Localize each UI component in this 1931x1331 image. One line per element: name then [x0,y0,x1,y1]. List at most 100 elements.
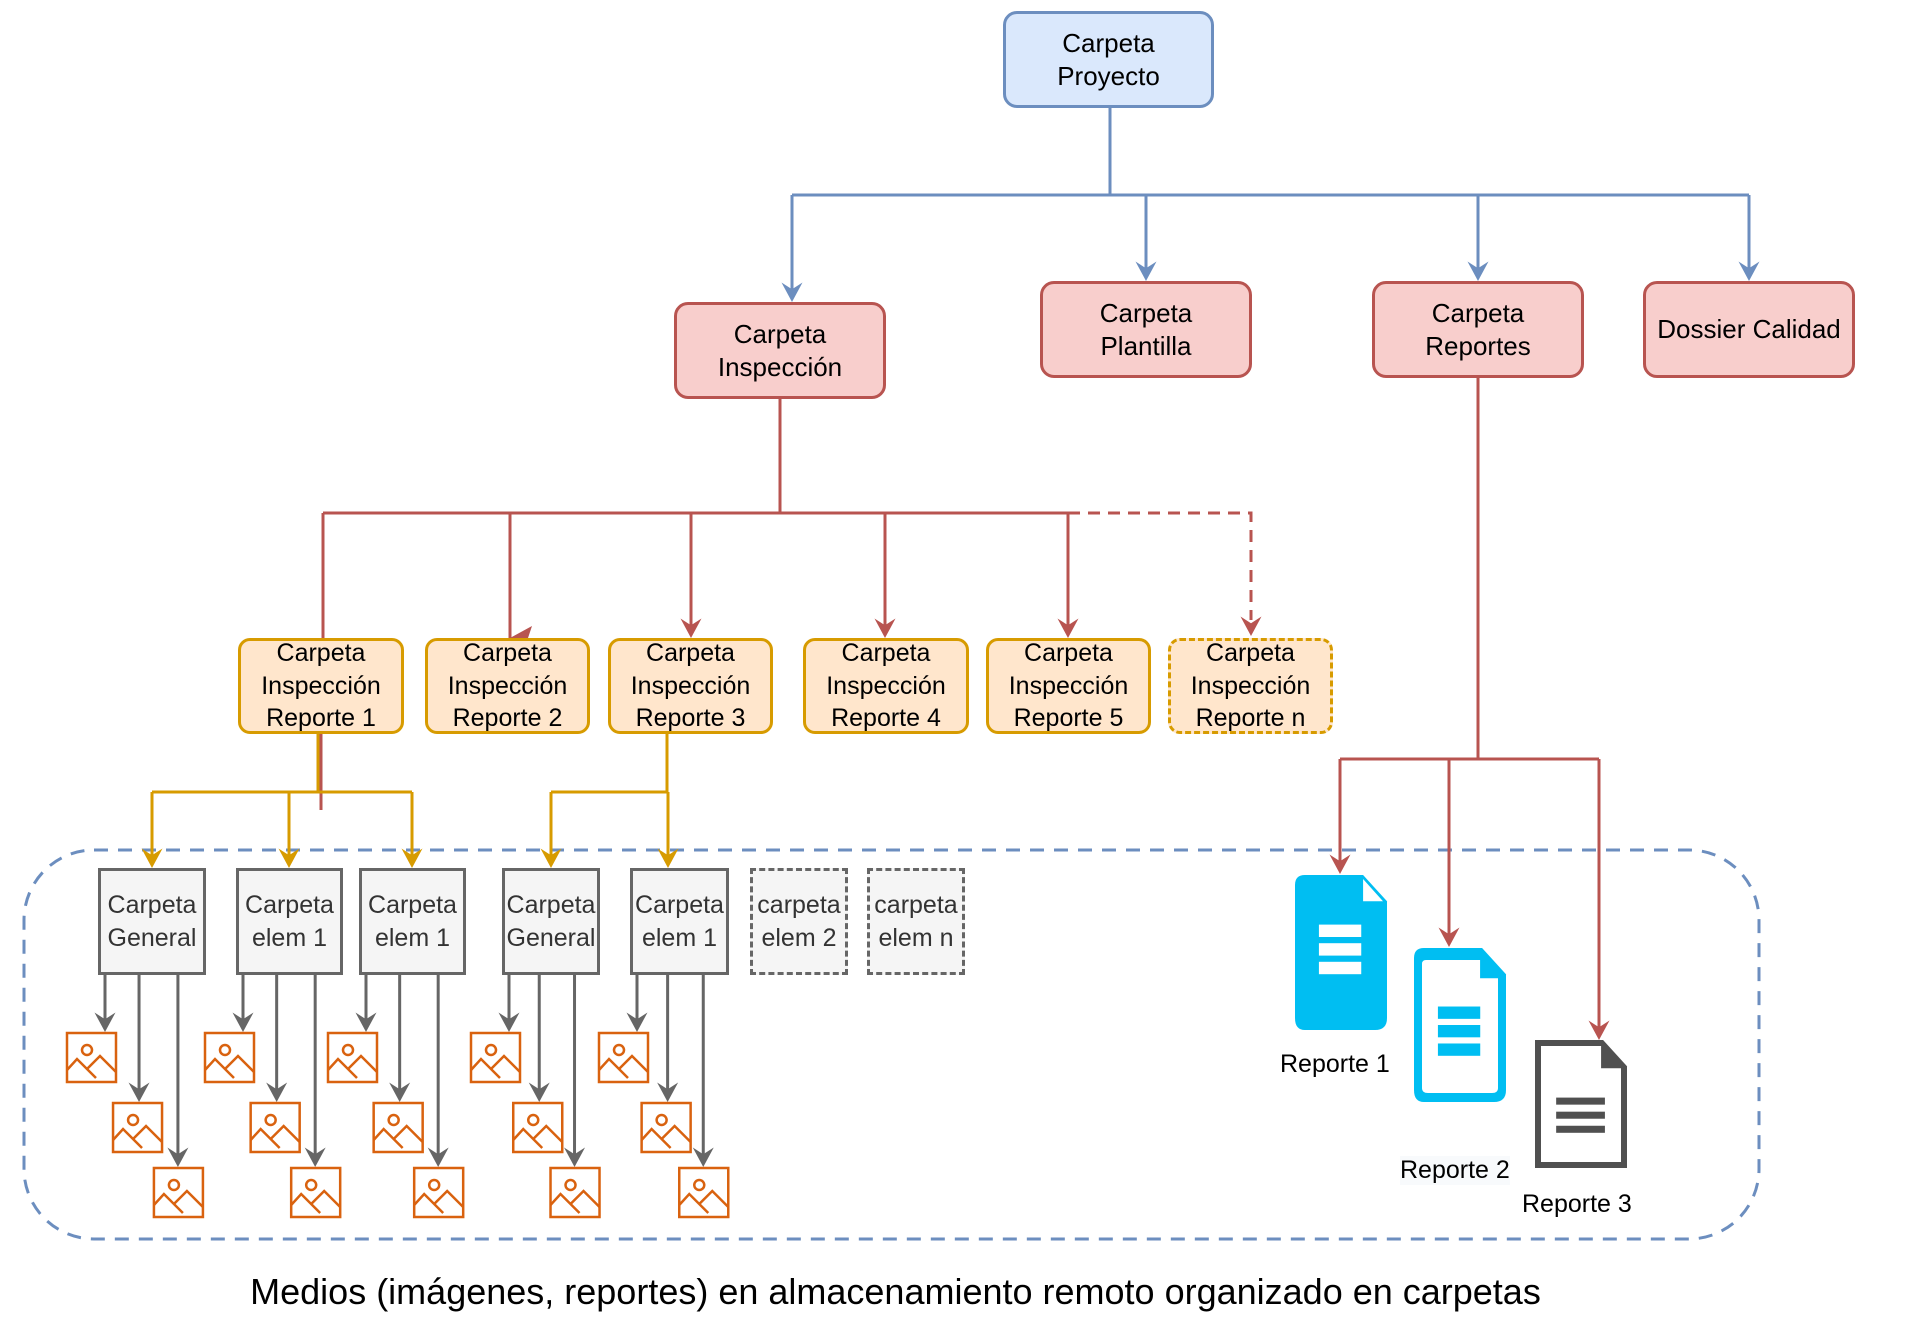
image-mountain-right [132,1124,163,1143]
arrow-head-image [498,1012,520,1032]
document-text-line [1556,1125,1605,1133]
image-mountain-left [598,1057,629,1079]
node-dossier[interactable]: Dossier Calidad [1643,281,1855,378]
image-sun [693,1178,706,1192]
node-carpeta-proyecto-label-line: Proyecto [1057,60,1160,91]
image-mountain-right [392,1124,424,1143]
arrow-head-reporte-4 [874,618,896,638]
image-mountain-left [640,1127,672,1149]
node-inspection-report-label-line: Inspección [261,671,381,700]
edge-inspeccion-to-reporte-n [1068,511,1253,620]
arrow-head-image [692,1147,714,1167]
node-inspection-report-label-line: Reporte 3 [635,704,746,733]
node-element-folder[interactable]: Carpeta elem 1 [359,868,466,975]
image-icon [289,1166,342,1219]
node-element-folder-label-line: Carpeta [368,891,457,919]
node-inspection-report-label-line: Carpeta [1024,639,1113,668]
node-element-folder-label-line: elem 1 [374,923,451,952]
node-carpeta-proyecto-label-line: Carpeta [1062,28,1155,58]
arrow-head-doc [1588,1020,1610,1040]
arrow-head-inspeccion [781,282,803,302]
image-mountain-left [290,1192,322,1214]
node-inspection-report-label-line: Reporte 2 [452,704,563,733]
image-sun [304,1178,318,1192]
image-sun [126,1113,140,1127]
node-inspection-report-label-line: Carpeta [841,639,931,668]
node-element-folder[interactable]: carpeta elem 2 [750,868,848,975]
node-element-folder[interactable]: Carpeta elem 1 [236,868,343,975]
arrow-head-folder [540,848,562,868]
document-icon [1535,1040,1627,1168]
document-text-line [1556,1097,1605,1105]
node-element-folder-label-line: elem 2 [761,923,837,952]
node-inspection-report-label-line: Inspección [826,671,946,700]
node-inspection-report-label-line: Reporte n [1195,704,1306,733]
image-icon [111,1101,164,1154]
image-icon [640,1101,692,1154]
image-sun [341,1043,355,1057]
node-inspection-report-label-line: Inspección [1008,671,1129,700]
image-mountain-right [433,1189,465,1208]
arrow-head-folder [278,848,300,868]
image-mountain-left [512,1127,544,1149]
image-mountain-right [532,1124,564,1143]
image-mountain-left [413,1192,445,1214]
arrow-head-image [232,1012,254,1032]
arrow-head-image [657,1082,679,1102]
image-mountain-right [224,1054,255,1073]
image-mountain-right [310,1189,342,1208]
image-sun [564,1178,577,1192]
image-icon [372,1101,424,1154]
image-sun [218,1043,232,1057]
arrow-head-doc [1329,854,1351,874]
image-icon [65,1031,118,1084]
node-element-folder-label-line: carpeta [874,891,958,919]
arrow-head-doc [1438,927,1460,947]
node-element-folder-label-line: elem 1 [251,923,328,952]
image-sun [526,1113,540,1127]
diagram-caption: Medios (imágenes, reportes) en almacenam… [250,1271,1541,1312]
arrow-head-reporte-n [1240,616,1262,636]
arrow-head-reporte-3 [680,618,702,638]
image-frame [249,1101,301,1154]
arrow-head-image [355,1012,377,1032]
image-mountain-right [569,1189,601,1208]
node-plantilla-label-line: Plantilla [1100,330,1192,361]
image-icon [412,1166,465,1219]
node-inspection-report-label-line: Inspección [630,671,751,700]
node-element-folder-label-line: Carpeta [245,891,334,919]
image-icon [597,1031,650,1084]
image-mountain-left [249,1127,281,1149]
node-element-folder-label-line: carpeta [757,891,841,919]
arrow-head-reporte-2 [510,626,532,638]
image-mountain-left [204,1057,235,1079]
document-label: Reporte 2 [1400,1156,1510,1185]
storage-container [22,848,1761,1241]
document-text-line [1318,943,1362,956]
document-text-line [1556,1111,1605,1119]
arrow-head-image [389,1082,411,1102]
arrow-head-image [94,1012,116,1032]
document-icon [1414,948,1506,1102]
image-mountain-left [678,1192,710,1214]
image-mountain-right [660,1124,692,1143]
image-mountain-right [490,1054,521,1073]
image-icon [549,1166,601,1219]
node-inspeccion-label-line: Inspección [717,351,843,382]
node-dossier-label-line: Dossier Calidad [1657,314,1841,345]
